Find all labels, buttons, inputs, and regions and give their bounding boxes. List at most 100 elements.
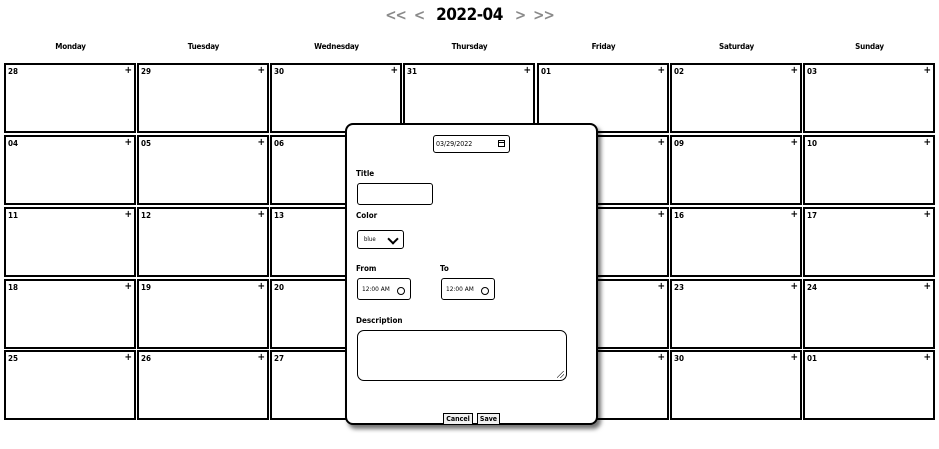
add-event-button[interactable]: + [257,281,265,292]
add-event-button[interactable]: + [257,209,265,220]
add-event-button[interactable]: + [923,352,931,363]
day-cell[interactable]: 01 + [537,63,669,133]
day-cell[interactable]: 30 + [270,63,402,133]
day-cell[interactable]: 02+ [670,63,802,133]
day-cell[interactable]: 29 + [137,63,269,133]
day-cell[interactable]: 18 + [4,279,136,349]
day-cell[interactable]: 28 + [4,63,136,133]
previous-month-button[interactable]: < [413,6,425,24]
day-number: 26 [141,354,152,363]
day-number: 16 [674,211,685,220]
cancel-button[interactable]: Cancel [443,413,473,425]
day-number: 25 [8,354,19,363]
add-event-button[interactable]: + [657,65,665,76]
next-year-button[interactable]: >> [533,6,555,24]
day-number: 12 [141,211,152,220]
title-label: Title [356,169,375,178]
day-number: 27 [274,354,285,363]
add-event-button[interactable]: + [657,352,665,363]
add-event-button[interactable]: + [923,209,931,220]
add-event-button[interactable]: + [923,137,931,148]
day-number: 31 [407,67,418,76]
add-event-button[interactable]: + [257,352,265,363]
day-cell[interactable]: 01+ [803,350,935,420]
add-event-button[interactable]: + [790,65,798,76]
day-number: 30 [274,67,285,76]
add-event-button[interactable]: + [790,137,798,148]
weekday-label: Thursday [451,42,488,51]
clock-icon [481,287,489,295]
day-number: 30 [674,354,685,363]
add-event-button[interactable]: + [257,137,265,148]
to-time-input[interactable]: 12:00 AM [441,278,495,300]
day-number: 18 [8,283,19,292]
day-cell[interactable]: 30 + [670,350,802,420]
add-event-button[interactable]: + [124,352,132,363]
month-title: 2022-04 [436,5,503,25]
day-cell[interactable]: 10 + [803,135,935,205]
day-number: 03 [807,67,818,76]
add-event-button[interactable]: + [390,65,398,76]
day-number: 13 [274,211,285,220]
from-time-value: 12:00 AM [362,285,390,293]
day-number: 04 [8,139,19,148]
color-label: Color [356,211,378,220]
day-cell[interactable]: 16 + [670,207,802,277]
add-event-button[interactable]: + [790,209,798,220]
add-event-button[interactable]: + [124,65,132,76]
day-cell[interactable]: 19+ [137,279,269,349]
color-select[interactable]: blue [357,230,404,249]
day-cell[interactable]: 03 + [803,63,935,133]
day-cell[interactable]: 24+ [803,279,935,349]
month-navigation: << < 2022-04 > >> [0,3,939,27]
add-event-button[interactable]: + [790,352,798,363]
add-event-button[interactable]: + [923,65,931,76]
next-month-button[interactable]: > [514,6,526,24]
weekday-label: Friday [591,42,616,51]
day-cell[interactable]: 17+ [803,207,935,277]
from-time-input[interactable]: 12:00 AM [357,278,411,300]
day-number: 29 [141,67,152,76]
save-button[interactable]: Save [477,413,500,425]
add-event-button[interactable]: + [923,281,931,292]
title-input[interactable] [357,183,433,205]
date-value: 03/29/2022 [436,140,473,148]
day-number: 20 [274,283,285,292]
day-number: 11 [8,211,19,220]
add-event-button[interactable]: + [657,137,665,148]
add-event-button[interactable]: + [657,209,665,220]
day-number: 06 [274,139,285,148]
add-event-button[interactable]: + [124,137,132,148]
day-cell[interactable]: 11 + [4,207,136,277]
description-label: Description [356,316,403,325]
add-event-button[interactable]: + [657,281,665,292]
day-number: 05 [141,139,152,148]
day-cell[interactable]: 12 + [137,207,269,277]
description-textarea[interactable] [357,330,567,381]
day-number: 10 [807,139,818,148]
add-event-button[interactable]: + [124,209,132,220]
weekday-label: Sunday [855,42,884,51]
chevron-down-icon [387,233,399,245]
day-cell[interactable]: 04 + [4,135,136,205]
day-number: 01 [541,67,552,76]
day-cell[interactable]: 25 + [4,350,136,420]
event-dialog: 03/29/2022 Title Color blue From 12:00 A… [345,123,598,425]
previous-year-button[interactable]: << [385,6,407,24]
day-number: 09 [674,139,685,148]
add-event-button[interactable]: + [257,65,265,76]
add-event-button[interactable]: + [790,281,798,292]
day-cell[interactable]: 09 + [670,135,802,205]
weekday-label: Tuesday [187,42,220,51]
add-event-button[interactable]: + [523,65,531,76]
resize-handle-icon[interactable] [557,371,564,378]
day-number: 28 [8,67,19,76]
day-cell[interactable]: 23+ [670,279,802,349]
calendar-icon[interactable] [498,140,505,147]
day-cell[interactable]: 26 + [137,350,269,420]
date-field[interactable]: 03/29/2022 [433,135,510,153]
add-event-button[interactable]: + [124,281,132,292]
weekday-label: Wednesday [314,42,359,51]
day-cell[interactable]: 05 + [137,135,269,205]
to-time-value: 12:00 AM [446,285,474,293]
